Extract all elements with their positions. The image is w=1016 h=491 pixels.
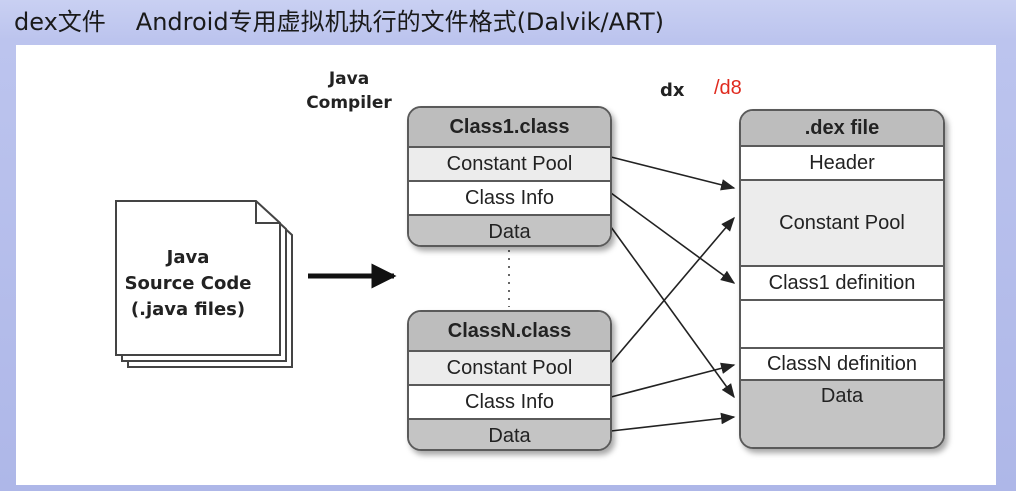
classN-class-info: Class Info (409, 384, 610, 418)
java-compiler-line1: Java (328, 69, 370, 89)
page-title: dex文件 Android专用虚拟机执行的文件格式(Dalvik/ART) (14, 4, 664, 40)
diagram-panel: Java Compiler dx /d8 Java Source Code (.… (16, 45, 996, 485)
source-file-label: Java Source Code (.java files) (112, 245, 264, 323)
source-line1: Java (166, 247, 210, 268)
class1-title: Class1.class (409, 108, 610, 146)
dex-classN-definition: ClassN definition (741, 347, 943, 379)
source-line3: (.java files) (130, 299, 246, 320)
java-compiler-line2: Compiler (306, 93, 392, 113)
diagram-graphics (115, 156, 844, 432)
dex-class1-definition: Class1 definition (741, 265, 943, 299)
class1-box: Class1.class Constant Pool Class Info Da… (407, 106, 612, 247)
source-line2: Source Code (124, 273, 252, 294)
class1-class-info: Class Info (409, 180, 610, 214)
java-compiler-label: Java Compiler (294, 67, 404, 115)
dex-title: .dex file (741, 111, 943, 145)
class1-constant-pool: Constant Pool (409, 146, 610, 180)
title-subtitle: Android专用虚拟机执行的文件格式(Dalvik/ART) (135, 8, 665, 36)
dx-label: dx (660, 80, 685, 101)
source-file-stack (115, 200, 293, 368)
classN-title: ClassN.class (409, 312, 610, 350)
dex-file-box: .dex file Header Constant Pool Class1 de… (739, 109, 945, 449)
mapping-arrows (610, 156, 736, 432)
classN-data: Data (409, 418, 610, 449)
classN-box: ClassN.class Constant Pool Class Info Da… (407, 310, 612, 451)
dex-constant-pool: Constant Pool (741, 179, 943, 265)
title-main: dex文件 (14, 8, 106, 36)
dex-header: Header (741, 145, 943, 179)
d8-label: /d8 (714, 77, 742, 99)
dex-data: Data (741, 379, 943, 447)
dex-class-gap (741, 299, 943, 347)
classN-constant-pool: Constant Pool (409, 350, 610, 384)
class1-data: Data (409, 214, 610, 245)
